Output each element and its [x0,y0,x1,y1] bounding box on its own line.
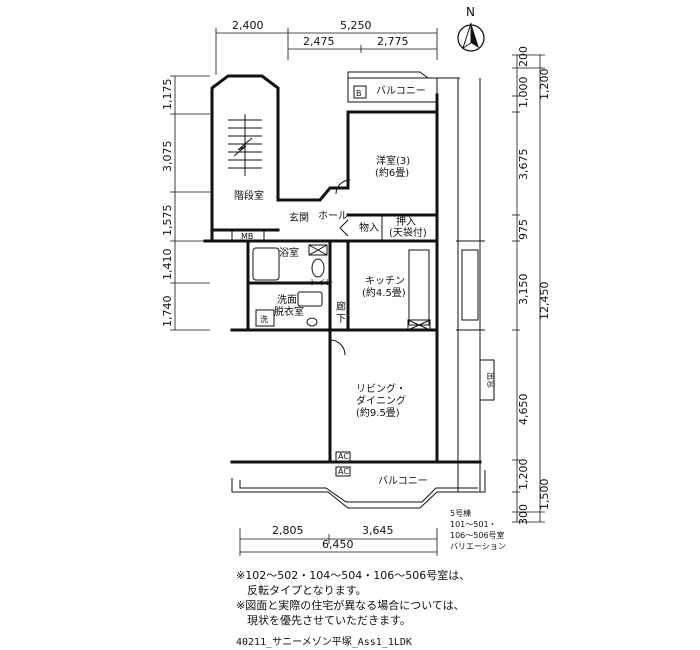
dim-left-5: 1,740 [161,296,174,328]
dim-right-1000: 1,000 [517,77,530,109]
ac-label-1: AC [338,452,349,461]
dim-right-4650: 4,650 [517,394,530,426]
dim-right-1500: 1,500 [538,479,551,511]
dim-bottom-2: 3,645 [362,524,394,537]
washroom-label-1: 洗面 [277,294,297,306]
variation-line-4: バリエーション [450,542,506,551]
living-label-3: (約9.5畳) [356,406,400,419]
note-line-3: ※図面と実際の住宅が異なる場合については、 [236,599,465,612]
toilet-label: トイレ [309,278,333,287]
living-label-1: リビング・ [356,382,406,395]
dim-right-1200b: 1,200 [517,459,530,491]
dim-top-2: 5,250 [340,19,372,32]
note-line-4: 現状を優先させていただきます。 [236,614,411,627]
left-dimensions [170,75,210,331]
washer-label: 洗 [260,314,268,324]
dim-right-200: 200 [517,46,530,67]
compass-label: N [466,5,475,19]
variation-line-3: 106〜506号室 [450,531,505,540]
entrance-label: 玄関 [289,211,309,224]
dim-top-sub-1: 2,475 [303,35,335,48]
dim-right-975: 975 [517,219,530,240]
dim-right-3675: 3,675 [517,149,530,181]
dim-right-3150: 3,150 [517,274,530,306]
box-b-label: B [356,89,362,98]
storage-label: 物入 [359,221,379,234]
kitchen-label-1: キッチン [365,275,405,287]
western-room-label-1: 洋室(3) [376,154,410,167]
closet-label-1: 押入 [396,215,416,228]
dim-left-1: 1,175 [161,79,174,111]
dim-top-1: 2,400 [232,19,264,32]
dim-bottom-total: 6,450 [322,538,354,551]
western-room-label-2: (約6畳) [375,166,409,179]
dim-bottom-1: 2,805 [272,524,304,537]
dim-left-4: 1,410 [161,249,174,281]
details [228,71,495,509]
balcony-top-label: バルコニー [376,85,426,97]
living-label-2: ダイニング [356,394,406,407]
mb-label: MB [241,232,253,241]
washroom-label-2: 脱衣室 [274,305,304,318]
variation-line-2: 101〜501・ [450,520,497,529]
dim-right-1200: 1,200 [538,69,551,101]
note-line-2: 反転タイプとなります。 [236,584,367,597]
note-line-1: ※102〜502・104〜504・106〜506号室は、 [236,569,471,582]
compass: N [457,5,485,52]
kitchen-label-2: (約4.5畳) [362,286,406,299]
closet-label-2: (天袋付) [389,226,427,239]
bay-window-label: 出窓 [486,372,496,388]
dim-left-3: 1,575 [161,205,174,237]
balcony-bottom-label: バルコニー [378,475,428,487]
dim-left-2: 3,075 [161,141,174,173]
ac-label-2: AC [338,467,349,476]
hall-label: ホール [318,210,348,222]
dim-right-300: 300 [517,504,530,525]
dim-right-12450: 12,450 [538,282,551,321]
bath-label: 浴室 [279,246,299,259]
walls [203,74,482,464]
variation-line-1: 5号棟 [450,509,472,518]
bottom-dimensions [239,528,438,556]
right-dimensions [512,54,545,523]
variation-note: 5号棟 101〜501・ 106〜506号室 バリエーション [450,508,506,552]
corridor-label-2: 下 [336,314,346,325]
dim-top-sub-2: 2,775 [377,35,409,48]
corridor-label-1: 廊 [336,300,346,313]
footer-filename: 40211_サニーメゾン平塚_Ass1_1LDK [236,637,412,648]
stairwell-label: 階段室 [234,189,264,202]
top-dimensions [215,28,438,75]
